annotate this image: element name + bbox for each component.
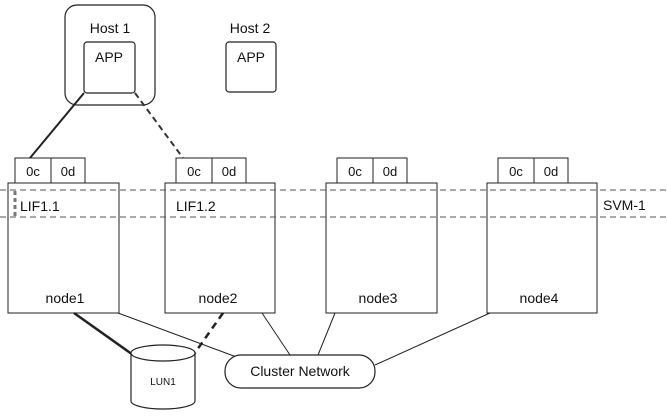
- port-0d: [211, 157, 247, 184]
- host-1-app-box: [83, 41, 136, 94]
- lun-cylinder-body: [130, 353, 196, 410]
- lif-label: LIF1.1: [20, 198, 60, 214]
- node-2: 0c 0d LIF1.2 node2: [164, 157, 276, 314]
- port-label: 0d: [383, 164, 397, 179]
- node-label: node4: [520, 290, 559, 306]
- node-label: node1: [46, 290, 85, 306]
- port-0c: [497, 157, 535, 184]
- port-label: 0c: [187, 164, 201, 179]
- link-node4-cluster: [374, 312, 491, 366]
- host-2: Host 2 APP: [225, 20, 277, 93]
- node-box: [164, 182, 276, 314]
- port-label: 0c: [348, 164, 362, 179]
- svm-label: SVM-1: [603, 197, 646, 213]
- host-2-app-box: [225, 41, 277, 93]
- port-label: 0d: [61, 164, 75, 179]
- lun-cylinder-top: [130, 344, 196, 362]
- cluster-network-box: [224, 354, 376, 389]
- node-box: [325, 182, 438, 314]
- path-host1-node2: [134, 92, 184, 159]
- port-label: 0d: [222, 164, 236, 179]
- lun-label: LUN1: [150, 377, 176, 388]
- port-0c: [14, 157, 52, 184]
- cluster-network-links: [117, 312, 491, 366]
- host-1: Host 1 APP: [64, 4, 156, 106]
- port-0c: [175, 157, 213, 184]
- svm-band: SVM-1: [0, 189, 667, 218]
- node-4: 0c 0d node4: [486, 157, 598, 314]
- lif-label: LIF1.2: [176, 198, 216, 214]
- host-2-label: Host 2: [230, 20, 271, 36]
- cluster-network: Cluster Network: [224, 354, 376, 389]
- path-host1-node1: [29, 92, 85, 159]
- link-node2-cluster: [261, 312, 291, 356]
- port-0d: [50, 157, 86, 184]
- port-label: 0c: [509, 164, 523, 179]
- node-box: [7, 182, 120, 314]
- port-0d: [533, 157, 569, 184]
- path-node2-lun1: [190, 312, 225, 358]
- port-label: 0d: [544, 164, 558, 179]
- host-1-frame: [64, 4, 156, 106]
- node-label: node2: [199, 290, 238, 306]
- host-1-app-label: APP: [95, 49, 123, 65]
- host-2-app-label: APP: [237, 49, 265, 65]
- node-1: 0c 0d LIF1.1 node1: [7, 157, 120, 314]
- node-label: node3: [359, 290, 398, 306]
- cluster-network-label: Cluster Network: [250, 363, 351, 379]
- port-label: 0c: [26, 164, 40, 179]
- host-1-label: Host 1: [90, 20, 131, 36]
- node-3: 0c 0d node3: [325, 157, 438, 314]
- node-box: [486, 182, 598, 314]
- link-node3-cluster: [317, 312, 336, 356]
- path-node1-lun1: [73, 311, 137, 359]
- lun-1: LUN1: [130, 344, 196, 410]
- link-node1-cluster: [117, 312, 251, 363]
